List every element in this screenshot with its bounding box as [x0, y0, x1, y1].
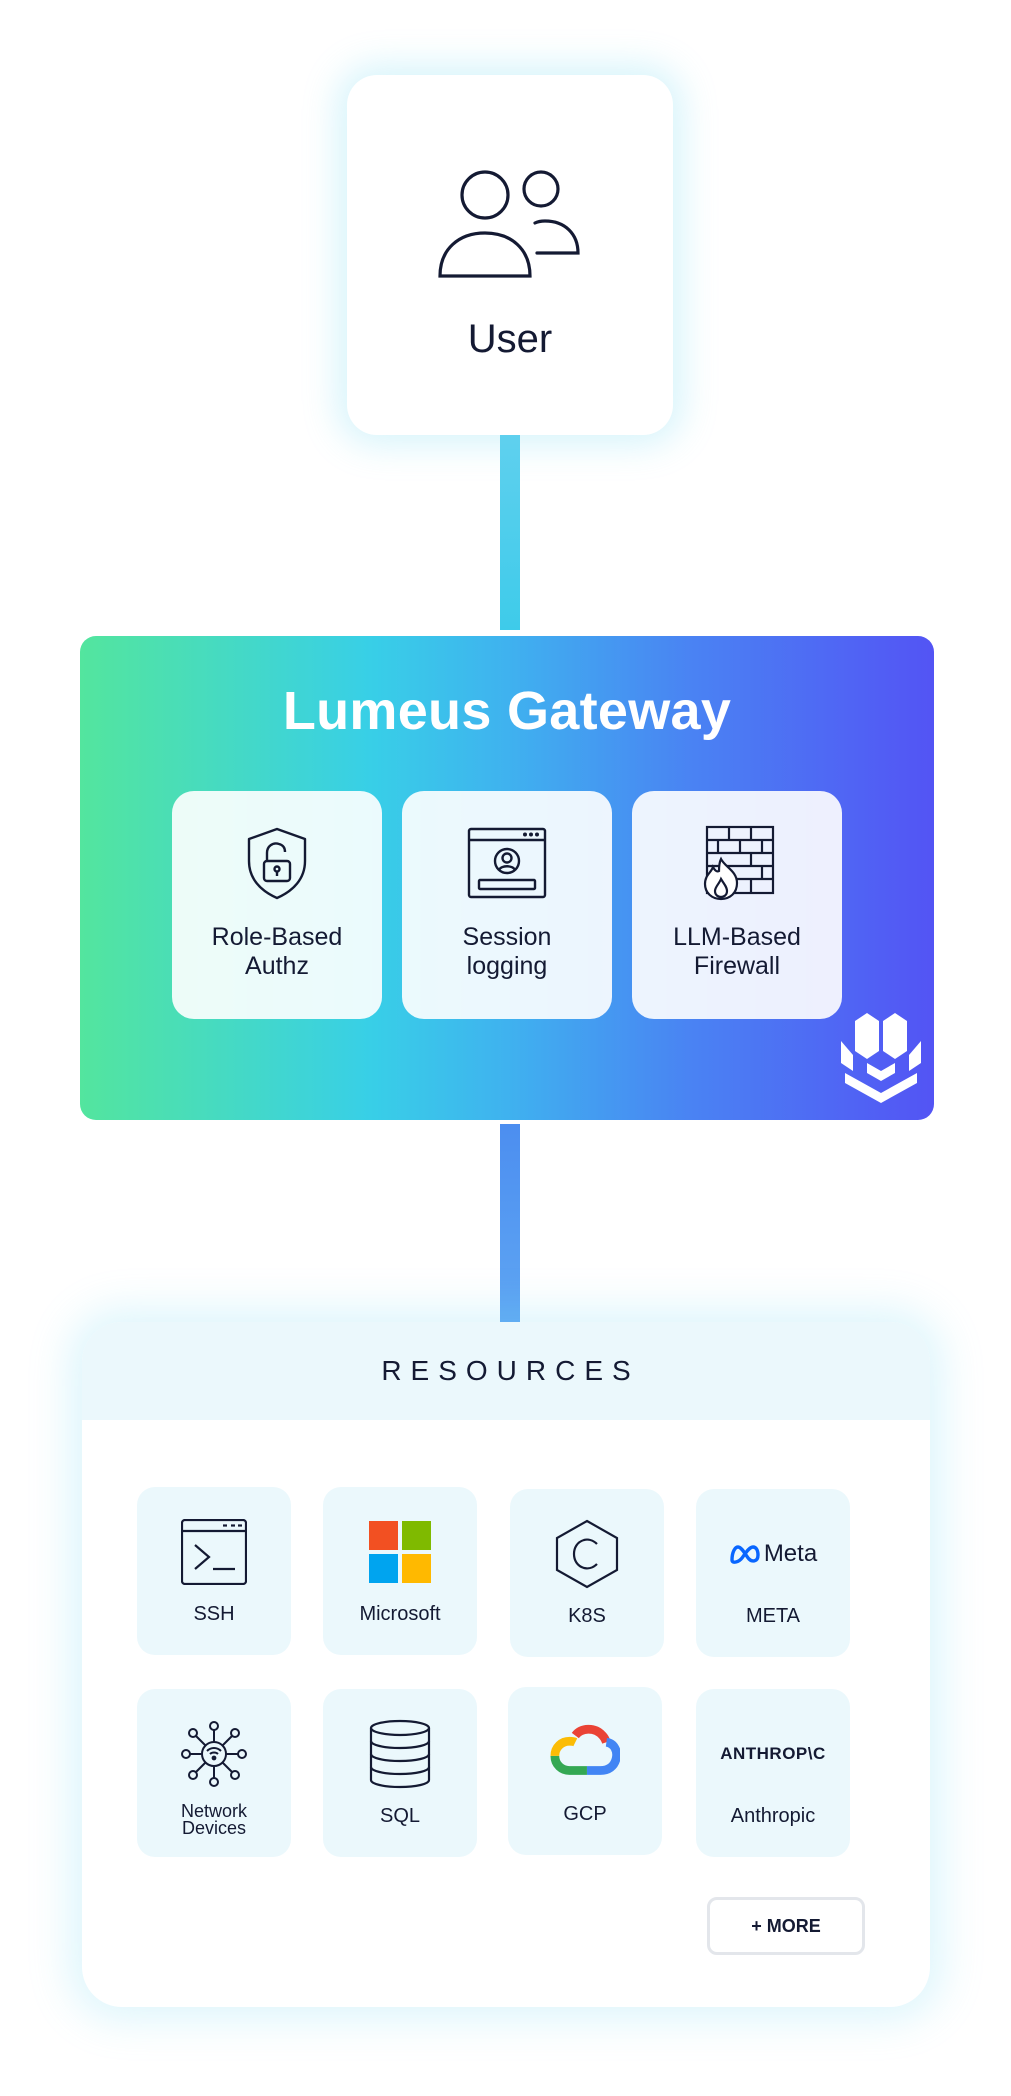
resources-title: RESOURCES: [381, 1355, 640, 1386]
network-devices-icon: [181, 1721, 247, 1787]
user-label: User: [467, 317, 553, 361]
resource-label: K8S: [568, 1605, 606, 1627]
firewall-icon: [703, 825, 775, 901]
resource-network-devices[interactable]: Network Devices: [137, 1689, 291, 1857]
gateway-title: Lumeus Gateway: [282, 681, 732, 741]
more-button[interactable]: + MORE: [707, 1897, 865, 1955]
resource-microsoft[interactable]: Microsoft: [323, 1487, 477, 1655]
connector-user-gateway: [500, 435, 520, 630]
resource-sql[interactable]: SQL: [323, 1689, 477, 1857]
resource-label: Network Devices: [180, 1801, 247, 1838]
user-card: User: [347, 75, 673, 435]
database-icon: [369, 1719, 431, 1789]
resources-panel: RESOURCES SSH Microsoft: [82, 1322, 930, 2007]
resource-label: Microsoft: [359, 1603, 441, 1625]
resources-header: RESOURCES: [82, 1322, 930, 1420]
shield-lock-icon: [247, 827, 307, 900]
browser-user-icon: [467, 827, 547, 899]
resource-label: Anthropic: [730, 1805, 816, 1827]
resource-k8s[interactable]: K8S: [510, 1489, 664, 1657]
lumeus-gateway: Lumeus Gateway Role-Based Authz Sessio: [80, 636, 934, 1120]
users-icon: [438, 170, 580, 278]
anthropic-logo: ANTHROP\C: [720, 1744, 826, 1763]
feature-session-logging: Session logging: [402, 791, 612, 1019]
connector-gateway-resources: [500, 1124, 520, 1322]
feature-label: LLM-Based Firewall: [673, 923, 801, 980]
resource-meta[interactable]: Meta META: [696, 1489, 850, 1657]
kubernetes-icon: [555, 1519, 619, 1589]
resource-label: META: [745, 1605, 801, 1627]
resource-gcp[interactable]: GCP: [508, 1687, 662, 1855]
gcp-cloud-icon: [550, 1724, 620, 1775]
lumeus-logo: [841, 1013, 921, 1103]
feature-label: Session logging: [462, 923, 552, 980]
feature-role-based-authz: Role-Based Authz: [172, 791, 382, 1019]
resource-ssh[interactable]: SSH: [137, 1487, 291, 1655]
meta-logo: [730, 1545, 760, 1564]
resource-label: SQL: [379, 1805, 421, 1827]
feature-label: Role-Based Authz: [211, 923, 343, 980]
feature-llm-firewall: LLM-Based Firewall: [632, 791, 842, 1019]
terminal-icon: [181, 1519, 247, 1585]
microsoft-logo: [369, 1521, 431, 1583]
meta-logo-text: Meta: [763, 1540, 818, 1567]
resource-label: GCP: [563, 1803, 607, 1825]
resource-anthropic[interactable]: ANTHROP\C Anthropic: [696, 1689, 850, 1857]
resource-label: SSH: [193, 1603, 235, 1625]
